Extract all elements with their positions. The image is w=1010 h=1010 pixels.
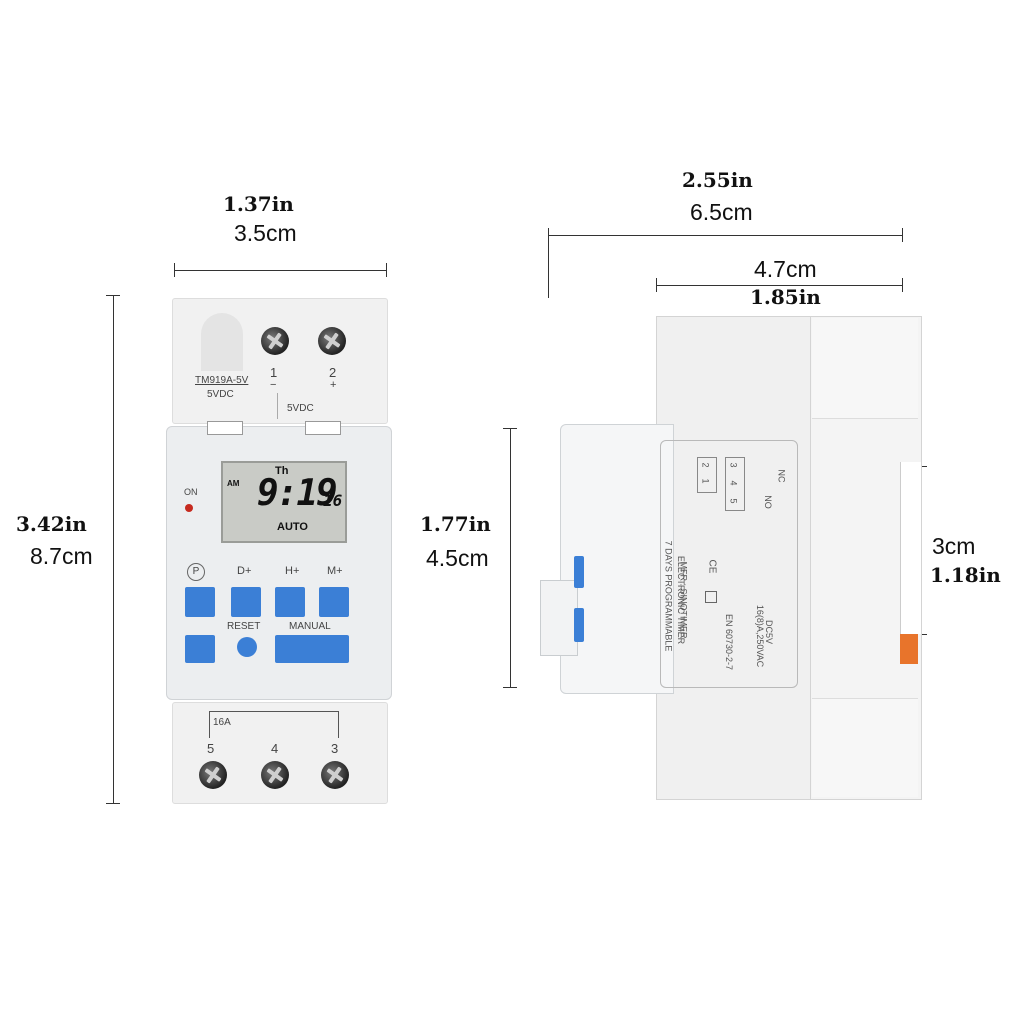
top-slot [201, 313, 243, 371]
cancel-button[interactable] [185, 635, 215, 663]
side-depth-tick-left [548, 228, 549, 298]
side-rail-inches: 1.18in [930, 563, 1001, 587]
timer-side-view: 2 1 3 4 5 NO NC 7 DAYS PROGRAMMABLE ELEC… [540, 312, 922, 802]
side-window-tick-top [503, 428, 517, 429]
side-window-tick-bottom [503, 687, 517, 688]
front-width-cm: 3.5cm [234, 220, 297, 246]
wiring-terminal-5: 5 [728, 498, 739, 504]
manual-button[interactable] [275, 635, 349, 663]
label-line-3: MFR.: SINOTIMER [678, 561, 689, 639]
din-rail-notch [900, 462, 921, 634]
label-line-6: 16(8)A,250VAC [755, 604, 766, 668]
side-label-panel: 2 1 3 4 5 NO NC 7 DAYS PROGRAMMABLE ELEC… [660, 440, 798, 688]
terminal-screw-5 [199, 761, 227, 789]
lcd-display: Th AM 9:19 16 AUTO [221, 461, 347, 543]
model-voltage: 5VDC [207, 389, 234, 400]
voltage-divider [277, 393, 278, 419]
relay-rating: 16A [213, 717, 231, 728]
side-partial-line [656, 285, 902, 286]
terminal-number-2: 2 [329, 365, 337, 380]
plus-sign: + [330, 379, 337, 391]
lcd-meridiem: AM [227, 479, 240, 488]
d-plus-button[interactable] [231, 587, 261, 617]
side-partial-inches: 1.85in [750, 285, 821, 309]
reset-button[interactable] [237, 637, 257, 657]
on-label: ON [184, 487, 198, 497]
wiring-box-top: 2 1 [697, 457, 717, 493]
terminal-number-1: 1 [270, 365, 278, 380]
side-window-cm: 4.5cm [426, 545, 489, 571]
minus-sign: − [270, 379, 277, 391]
front-height-cm: 8.7cm [30, 543, 93, 569]
d-plus-label: D+ [237, 565, 252, 577]
square-mark [705, 591, 717, 603]
on-led [185, 504, 193, 512]
m-plus-label: M+ [327, 565, 343, 577]
ce-mark: CE [706, 559, 718, 574]
din-clip-orange [900, 634, 918, 664]
relay-diagram [209, 711, 339, 738]
lcd-seconds: 16 [323, 491, 343, 510]
terminal-number-4: 4 [271, 741, 279, 756]
side-rail-cm: 3cm [932, 533, 976, 559]
side-right-top-block [812, 318, 918, 419]
top-terminal-block: 1 2 − + TM919A-5V 5VDC 5VDC [172, 298, 388, 424]
front-width-inches: 1.37in [223, 192, 294, 216]
side-depth-tick-right [902, 228, 903, 242]
side-button-top [574, 556, 584, 588]
terminal-number-3: 3 [331, 741, 339, 756]
side-depth-inches: 2.55in [682, 168, 753, 192]
side-depth-line [548, 235, 902, 236]
side-partial-cm: 4.7cm [754, 256, 817, 282]
label-line-4: EN 60730-2-7 [724, 613, 735, 671]
side-partial-tick-left [656, 278, 657, 292]
terminal-screw-4 [261, 761, 289, 789]
lcd-time: 9:19 [257, 473, 338, 514]
side-partial-tick-right [902, 278, 903, 292]
cover-clip-left [207, 421, 243, 435]
side-right-bottom-block [812, 698, 918, 797]
front-height-inches: 3.42in [16, 512, 87, 536]
front-width-tick-right [386, 263, 387, 277]
reset-label: RESET [227, 621, 261, 632]
p-button-label: P [187, 563, 205, 581]
timer-front-view: 1 2 − + TM919A-5V 5VDC 5VDC ON Th AM 9:1… [166, 298, 392, 804]
side-depth-cm: 6.5cm [690, 199, 753, 225]
side-button-bottom [574, 608, 584, 642]
wiring-nc: NC [776, 469, 787, 483]
wiring-terminal-1: 1 [700, 478, 711, 484]
side-window-line [510, 428, 511, 687]
m-plus-button[interactable] [319, 587, 349, 617]
front-height-tick-top [106, 295, 120, 296]
h-plus-button[interactable] [275, 587, 305, 617]
control-panel-cover: ON Th AM 9:19 16 AUTO P D+ H+ M+ RESET M… [166, 421, 392, 700]
side-cover-hinge [540, 580, 578, 656]
wiring-terminal-3: 3 [728, 462, 739, 468]
label-line-1: 7 DAYS PROGRAMMABLE [663, 540, 674, 652]
wiring-terminal-2: 2 [700, 462, 711, 468]
label-line-5: DC5V [764, 619, 775, 645]
lcd-day: Th [275, 465, 289, 477]
terminal-number-5: 5 [207, 741, 215, 756]
front-width-line [174, 270, 386, 271]
p-button[interactable] [185, 587, 215, 617]
side-window-inches: 1.77in [420, 512, 491, 536]
front-height-tick-bottom [106, 803, 120, 804]
front-height-line [113, 295, 114, 803]
wiring-terminal-4: 4 [728, 480, 739, 486]
lcd-mode: AUTO [277, 521, 308, 533]
h-plus-label: H+ [285, 565, 300, 577]
terminal-screw-2 [318, 327, 346, 355]
wiring-box-bottom: 3 4 5 [725, 457, 745, 511]
manual-label: MANUAL [289, 621, 331, 632]
model-label: TM919A-5V [195, 375, 249, 386]
terminal-screw-3 [321, 761, 349, 789]
cover-clip-right [305, 421, 341, 435]
terminal-screw-1 [261, 327, 289, 355]
bottom-terminal-block: 16A 5 4 3 [172, 702, 388, 804]
front-width-tick-left [174, 263, 175, 277]
input-voltage: 5VDC [287, 403, 314, 414]
wiring-no: NO [762, 495, 773, 509]
